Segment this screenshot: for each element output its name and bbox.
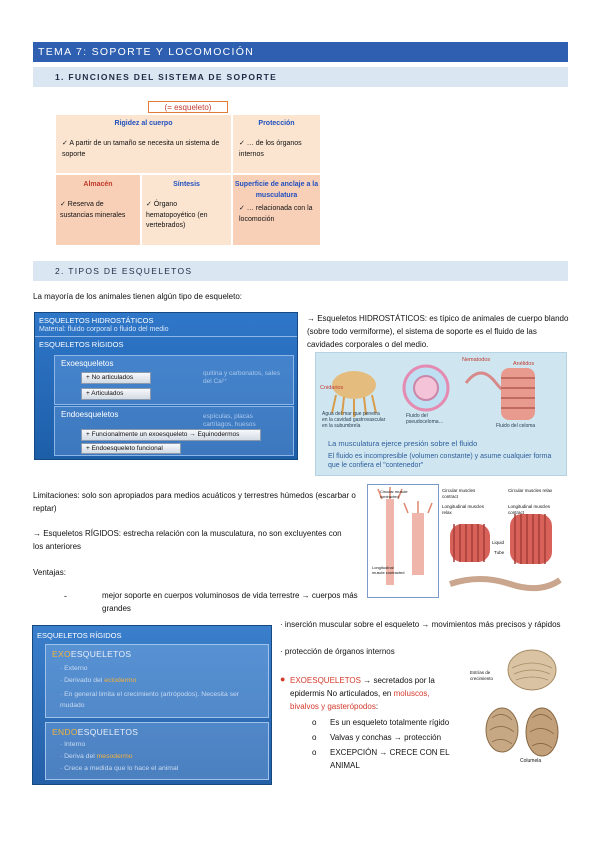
rigidez-cell — [56, 115, 231, 173]
no-articulados-button[interactable]: + No articulados — [81, 372, 151, 384]
ventajas-label: Ventajas: — [33, 568, 66, 577]
longitudinal-contract-label: Longitudinal muscles contract — [508, 504, 551, 515]
fig1-line2: El fluido es incompresible (volumen cons… — [328, 453, 552, 469]
muscle-small-figure: Circular muscle contracted Longitudinal … — [367, 484, 439, 598]
endo-note: espículas, placas cartílagos, huesos — [203, 413, 256, 428]
v1-dash: - — [64, 591, 67, 601]
hidro-text: → Esqueletos HIDROSTÁTICOS: es típico de… — [307, 314, 569, 349]
i3-text: EXCEPCIÓN → CRECE CON EL ANIMAL — [330, 748, 450, 770]
exo-mudas: · En general limita el crecimiento (artr… — [60, 691, 240, 709]
long-small-label: Longitudinal muscle contracted — [372, 565, 405, 575]
muscle-small-illustration — [377, 487, 433, 585]
rigid-panel: ESQUELETOS RÍGIDOS EXOESQUELETOS · Exter… — [32, 625, 272, 785]
divider — [35, 336, 297, 337]
agua-label: Agua del mar que penetra en la cavidad g… — [322, 411, 386, 429]
endo-interno: · Interno — [60, 741, 86, 748]
cnidarios-label: Cnidarios — [320, 385, 344, 391]
muscle-tube-figure: Circular muscles contract Longitudinal m… — [440, 484, 564, 596]
i1-text: Es un esqueleto totalmente rígido — [330, 718, 450, 727]
almacen-text: ✓ Reserva de sustancias minerales — [60, 201, 126, 219]
exo-derivado: · Derivado del ectodermo — [60, 677, 137, 684]
muscle-tube-illustration — [449, 514, 562, 592]
liquid-label: Liquid — [492, 540, 505, 545]
superficie-text: ✓ … relacionada con la locomoción — [239, 205, 313, 223]
endo-label: Endoesqueletos — [61, 410, 119, 419]
exo-list-text: EXOESQUELETOS → secretados por la epider… — [290, 676, 435, 711]
exo-bullet: ● — [280, 674, 286, 684]
superficie-title: Superficie de anclaje a la musculatura — [234, 181, 319, 199]
limitaciones-text: Limitaciones: solo son apropiados para m… — [33, 491, 356, 513]
circular-relax-label: Circular muscles relax — [508, 488, 553, 493]
v1-text: mejor soporte en cuerpos voluminosos de … — [102, 591, 358, 613]
tema-header: TEMA 7: SOPORTE Y LOCOMOCIÓN — [33, 42, 568, 62]
endo-crece: · Crece a medida que lo hace el animal — [60, 765, 179, 772]
rigidez-text: ✓ A partir de un tamaño se necesita un s… — [62, 140, 220, 158]
section2-header: 2. TIPOS DE ESQUELETOS — [33, 261, 568, 281]
rigidos-label: ESQUELETOS RÍGIDOS — [39, 340, 124, 349]
exo-box: Exoesqueletos + No articulados + Articul… — [54, 355, 294, 405]
endo-funcional-button[interactable]: + Endoesqueleto funcional — [81, 443, 181, 454]
circular-contract-label: Circular muscles contract — [442, 488, 476, 499]
exo-note: quitina y carbonatos, sales del Ca²⁺ — [203, 370, 280, 385]
exo-panel-label: EXOESQUELETOS — [52, 649, 132, 659]
sintesis-text: ✓ Órgano hematopoyético (en vertebrados) — [146, 201, 208, 229]
anelidos-label: Anélidos — [513, 361, 535, 367]
hidro-label: ESQUELETOS HIDROSTÁTICOS — [39, 316, 154, 325]
proteccion-title: Protección — [258, 120, 295, 127]
hidro-illustration — [331, 364, 535, 420]
esqueleto-tag: (= esqueleto) — [148, 101, 228, 113]
i2-text: Valvas y conchas → protección — [330, 733, 442, 742]
sintesis-title: Síntesis — [173, 181, 200, 188]
i2-bullet: o — [312, 733, 317, 742]
columela-label: Columela — [520, 758, 542, 764]
funcional-exo-button[interactable]: + Funcionalmente un exoesqueleto → Equin… — [81, 429, 261, 441]
sintesis-cell — [142, 175, 231, 245]
almacen-cell — [56, 175, 140, 245]
articulados-button[interactable]: + Articulados — [81, 388, 151, 400]
tube-label: Tube — [494, 550, 505, 555]
proteccion-text: ✓ … de los órganos internos — [239, 140, 302, 158]
pseudo-label: Fluido del pseudoceloma… — [406, 413, 444, 425]
section1-header: 1. FUNCIONES DEL SISTEMA DE SOPORTE — [33, 67, 568, 87]
longitudinal-relax-label: Longitudinal muscles relax — [442, 504, 485, 515]
material-label: Material: fluido corporal o fluido del m… — [39, 326, 169, 333]
i1-bullet: o — [312, 718, 317, 727]
shells-figure: Estrías de crecimiento Columela — [470, 640, 565, 770]
exo-label: Exoesqueletos — [61, 359, 114, 368]
funciones-table: (= esqueleto) Rigidez al cuerpo ✓ A part… — [56, 101, 320, 246]
endo-panel-box: ENDOESQUELETOS · Interno · Deriva del me… — [45, 722, 269, 780]
exo-externo: · Externo — [60, 665, 88, 672]
intro-text: La mayoría de los animales tienen algún … — [33, 292, 243, 301]
shells-illustration — [485, 649, 559, 757]
rigid-panel-title: ESQUELETOS RÍGIDOS — [37, 631, 122, 640]
exo-panel-box: EXOESQUELETOS · Externo · Derivado del e… — [45, 644, 269, 718]
superficie-cell — [233, 175, 320, 245]
skeleton-types-panel: ESQUELETOS HIDROSTÁTICOS Material: fluid… — [34, 312, 298, 460]
endo-deriva: · Deriva del mesodermo — [60, 753, 133, 760]
estrias-label: Estrías de crecimiento — [470, 670, 494, 681]
rigidos-text: → Esqueletos RÍGIDOS: estrecha relación … — [33, 529, 342, 551]
proteccion-cell — [233, 115, 320, 173]
celoma-label: Fluido del celoma — [496, 423, 536, 429]
almacen-title: Almacén — [83, 181, 113, 188]
rigidez-title: Rigidez al cuerpo — [114, 120, 173, 127]
v2-text: · inserción muscular sobre el esqueleto … — [280, 620, 561, 629]
fig1-line1: La musculatura ejerce presión sobre el f… — [328, 439, 478, 448]
hidro-figure: Nematodos Cnidarios Anélidos Agua del ma… — [315, 352, 567, 476]
endo-panel-label: ENDOESQUELETOS — [52, 727, 139, 737]
circ-small-label: Circular muscle contracted — [380, 489, 408, 499]
endo-box: Endoesqueletos espículas, placas cartíla… — [54, 406, 294, 456]
v3-text: · protección de órganos internos — [280, 647, 395, 656]
nematodos-label: Nematodos — [462, 357, 491, 363]
i3-bullet: o — [312, 748, 317, 757]
